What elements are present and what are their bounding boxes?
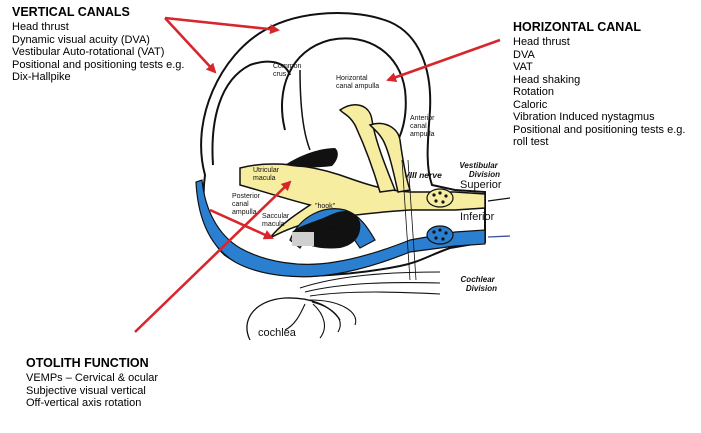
saccular-macula-label: Saccular macula bbox=[262, 213, 291, 228]
list-item: Positional and positioning tests e.g. bbox=[513, 123, 686, 136]
arrow-otolith-saccule bbox=[209, 208, 274, 240]
posterior-canal-loop bbox=[211, 60, 291, 166]
horizontal-canal-block: HORIZONTAL CANAL Head thrust DVA VAT Hea… bbox=[513, 20, 685, 149]
list-item: Rotation bbox=[513, 86, 554, 98]
utricular-macula-shape bbox=[285, 148, 338, 168]
list-item: Subjective visual vertical bbox=[26, 384, 146, 397]
vertical-canals-block: VERTICAL CANALS Head thrust Dynamic visu… bbox=[12, 5, 184, 84]
superior-nerve-stub bbox=[487, 197, 511, 202]
superior-label: Superior bbox=[460, 179, 502, 191]
list-item: Vestibular Auto-rotational (VAT) bbox=[12, 46, 165, 58]
divider-line bbox=[401, 159, 411, 281]
shank-label: "shank" bbox=[320, 225, 344, 232]
pointer-arrows bbox=[134, 16, 501, 333]
inferior-label: Inferior bbox=[460, 211, 495, 223]
cochlear-fibers bbox=[284, 271, 441, 339]
list-item: Vibration Induced nystagmus bbox=[513, 111, 655, 123]
cochlea-label: cochlea bbox=[258, 327, 297, 339]
list-item: VAT bbox=[513, 61, 533, 73]
otolith-function-title: OTOLITH FUNCTION bbox=[26, 356, 149, 370]
arrow-vertical-to-posterior bbox=[164, 17, 217, 74]
list-item: Dix-Hallpike bbox=[12, 71, 71, 83]
list-item: roll test bbox=[513, 136, 549, 148]
horizontal-ampulla-label: Horizontal canal ampulla bbox=[336, 75, 379, 90]
otolith-function-block: OTOLITH FUNCTION VEMPs – Cervical & ocul… bbox=[26, 356, 158, 410]
list-item: Positional and positioning tests e.g. bbox=[12, 58, 185, 71]
posterior-ampulla-label: Posterior canal ampulla bbox=[232, 193, 262, 216]
utricular-macula-label: Utricular macula bbox=[253, 167, 281, 182]
common-crus-line bbox=[299, 69, 311, 151]
list-item: VEMPs – Cervical & ocular bbox=[26, 372, 159, 384]
list-item: Caloric bbox=[513, 98, 548, 111]
list-item: Head thrust bbox=[12, 21, 69, 33]
divider-line-2 bbox=[407, 159, 417, 281]
horizontal-ampulla-nerve bbox=[338, 104, 397, 193]
cochlear-division-label: Cochlear Division bbox=[461, 275, 498, 293]
viii-nerve-label: VIII nerve bbox=[404, 170, 442, 180]
list-item: Off-vertical axis rotation bbox=[26, 397, 142, 409]
list-item: Head shaking bbox=[513, 73, 581, 86]
cochlea-spiral bbox=[246, 297, 341, 341]
inferior-nerve-stub bbox=[487, 235, 511, 238]
list-item: Dynamic visual acuity (DVA) bbox=[12, 33, 150, 46]
horizontal-canal-title: HORIZONTAL CANAL bbox=[513, 20, 641, 34]
arrow-vertical-to-common bbox=[164, 16, 280, 35]
hook-label: "hook" bbox=[315, 203, 336, 210]
blue-duct bbox=[195, 179, 486, 278]
vertical-canals-title: VERTICAL CANALS bbox=[12, 5, 130, 19]
list-item: DVA bbox=[513, 48, 535, 61]
shank-highlight bbox=[292, 232, 314, 246]
list-item: Head thrust bbox=[513, 36, 570, 48]
common-crus-label: Common crus bbox=[273, 63, 303, 78]
inner-canal-loop bbox=[281, 37, 407, 146]
arrow-otolith-utricle bbox=[134, 180, 292, 333]
vestibular-division-label: Vestibular Division bbox=[459, 161, 500, 179]
ganglion-dots bbox=[432, 191, 448, 241]
arrow-horizontal bbox=[386, 38, 501, 83]
anterior-ampulla-label: Anterior canal ampulla bbox=[410, 115, 436, 138]
